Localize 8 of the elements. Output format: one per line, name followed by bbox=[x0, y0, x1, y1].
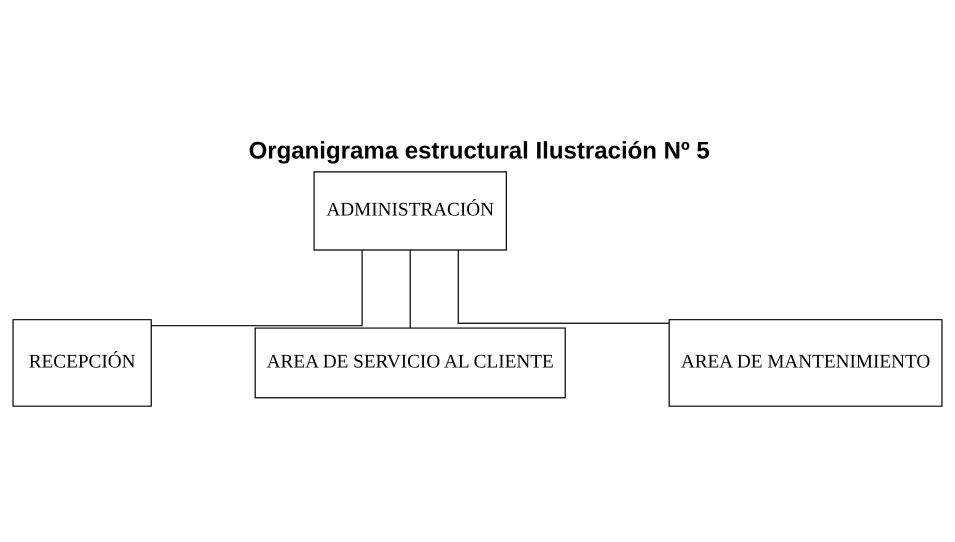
connector bbox=[151, 250, 363, 326]
diagram-title: Organigrama estructural Ilustración Nº 5 bbox=[248, 138, 710, 165]
node-box: RECEPCIÓN bbox=[12, 319, 152, 407]
node-box: AREA DE SERVICIO AL CLIENTE bbox=[254, 327, 566, 398]
connector bbox=[410, 250, 411, 328]
node-box: ADMINISTRACIÓN bbox=[313, 171, 507, 251]
node-box: AREA DE MANTENIMIENTO bbox=[668, 319, 943, 407]
connector bbox=[458, 250, 669, 324]
